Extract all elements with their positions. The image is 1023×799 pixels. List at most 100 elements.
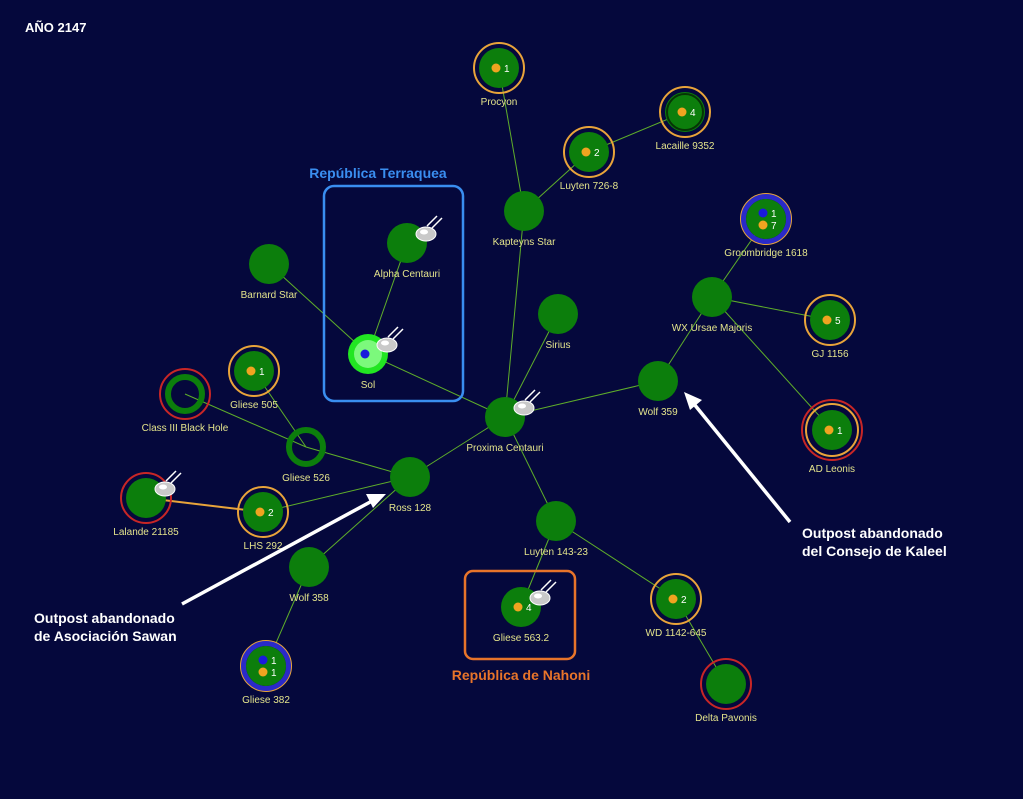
star-ring	[473, 42, 525, 94]
star-body	[746, 199, 786, 239]
planet-count: 4	[526, 603, 532, 614]
star-label: Sol	[361, 380, 375, 391]
planet-orange	[668, 594, 678, 604]
star-inner-ring	[666, 93, 704, 131]
star-kapteyn[interactable]: Kapteyns Star	[493, 191, 556, 248]
star-body	[536, 501, 576, 541]
star-label: Kapteyns Star	[493, 237, 556, 248]
star-deltapav[interactable]: Delta Pavonis	[695, 658, 757, 724]
year-label: AÑO 2147	[25, 20, 86, 35]
star-alphacen[interactable]: Alpha Centauri	[374, 215, 443, 280]
star-ring	[159, 368, 211, 420]
star-body	[692, 277, 732, 317]
ship-icon[interactable]	[376, 326, 404, 353]
planet-count: 1	[259, 367, 265, 378]
star-adleonis[interactable]: 1AD Leonis	[801, 399, 863, 475]
star-body	[390, 457, 430, 497]
arrow-kaleel-head	[684, 392, 702, 410]
planet-orange	[824, 425, 834, 435]
star-luyten143[interactable]: Luyten 143-23	[524, 501, 588, 558]
star-ring	[659, 86, 711, 138]
hyperlane-wxursae-gj1156	[711, 296, 831, 321]
region-nahoni[interactable]: República de Nahoni	[452, 569, 590, 683]
planet-orange	[513, 602, 523, 612]
planet-orange	[822, 315, 832, 325]
annotation-kaleel-line2: del Consejo de Kaleel	[802, 543, 947, 559]
region-nahoni-title: República de Nahoni	[452, 667, 590, 683]
star-wolf358[interactable]: Wolf 358	[289, 547, 329, 604]
star-label: Luyten 143-23	[524, 547, 588, 558]
annotation-sawan-line2: de Asociación Sawan	[34, 628, 177, 644]
planet-count: 4	[690, 108, 696, 119]
planet-orange	[677, 107, 687, 117]
star-sol[interactable]: Sol	[348, 326, 404, 391]
hyperlane-sol-proxima	[367, 353, 506, 418]
star-body	[504, 191, 544, 231]
star-label: Gliese 563.2	[493, 633, 550, 644]
star-label: Lalande 21185	[113, 527, 179, 538]
star-label: LHS 292	[244, 541, 283, 552]
ship-icon[interactable]	[529, 579, 557, 606]
star-outer-ring	[801, 399, 863, 461]
ship-icon[interactable]	[513, 389, 541, 416]
star-label: Wolf 358	[289, 593, 329, 604]
star-label: Delta Pavonis	[695, 713, 757, 724]
star-label: Ross 128	[389, 503, 432, 514]
hyperlane-kapteyn-proxima	[504, 210, 525, 418]
star-label: WX Ursae Majoris	[672, 323, 753, 334]
star-ross128[interactable]: Ross 128	[389, 457, 432, 514]
planet-count: 1	[271, 668, 277, 679]
star-ring	[563, 126, 615, 178]
star-ring	[805, 403, 859, 457]
planet-blue	[360, 349, 370, 359]
star-label: WD 1142-645	[646, 628, 707, 639]
star-lalande[interactable]: Lalande 21185	[113, 470, 182, 538]
star-body	[246, 646, 286, 686]
planet-orange	[491, 63, 501, 73]
star-label: Sirius	[545, 340, 570, 351]
planet-orange	[246, 366, 256, 376]
ship-icon[interactable]	[154, 470, 182, 497]
star-wolf359[interactable]: Wolf 359	[638, 361, 678, 418]
star-body-hollow	[165, 374, 205, 414]
annotation-sawan-line1: Outpost abandonado	[34, 610, 175, 626]
star-body	[289, 547, 329, 587]
arrow-sawan-head	[366, 494, 386, 508]
star-proxima[interactable]: Proxima Centauri	[466, 389, 544, 454]
star-gliese526[interactable]: Gliese 526	[282, 427, 330, 484]
star-wd1142[interactable]: 2WD 1142-645	[646, 573, 707, 639]
planet-count: 2	[594, 148, 600, 159]
star-label: Groombridge 1618	[724, 248, 808, 259]
planet-orange	[581, 147, 591, 157]
planet-count: 2	[268, 508, 274, 519]
region-terraquea[interactable]: República Terraquea	[309, 165, 465, 403]
arrow-kaleel-shaft	[692, 402, 792, 524]
annotation-kaleel-line1: Outpost abandonado	[802, 525, 943, 541]
star-label: Lacaille 9352	[656, 141, 715, 152]
star-blackhole[interactable]: Class III Black Hole	[142, 368, 229, 434]
star-label: Proxima Centauri	[466, 443, 543, 454]
star-wxursae[interactable]: WX Ursae Majoris	[672, 277, 753, 334]
arrow-sawan-shaft	[181, 499, 373, 606]
star-label: Alpha Centauri	[374, 269, 440, 280]
star-sirius[interactable]: Sirius	[538, 294, 578, 351]
star-barnard[interactable]: Barnard Star	[241, 244, 298, 301]
star-label: Class III Black Hole	[142, 423, 229, 434]
star-gj1156[interactable]: 5GJ 1156	[804, 294, 856, 360]
star-label: Gliese 526	[282, 473, 330, 484]
planet-orange	[758, 220, 768, 230]
star-body	[249, 244, 289, 284]
annotation-kaleel: Outpost abandonado del Consejo de Kaleel	[684, 392, 947, 559]
hyperlane-gliese526-blackhole	[184, 393, 307, 448]
planet-count: 1	[504, 64, 510, 75]
ship-icon[interactable]	[415, 215, 443, 242]
